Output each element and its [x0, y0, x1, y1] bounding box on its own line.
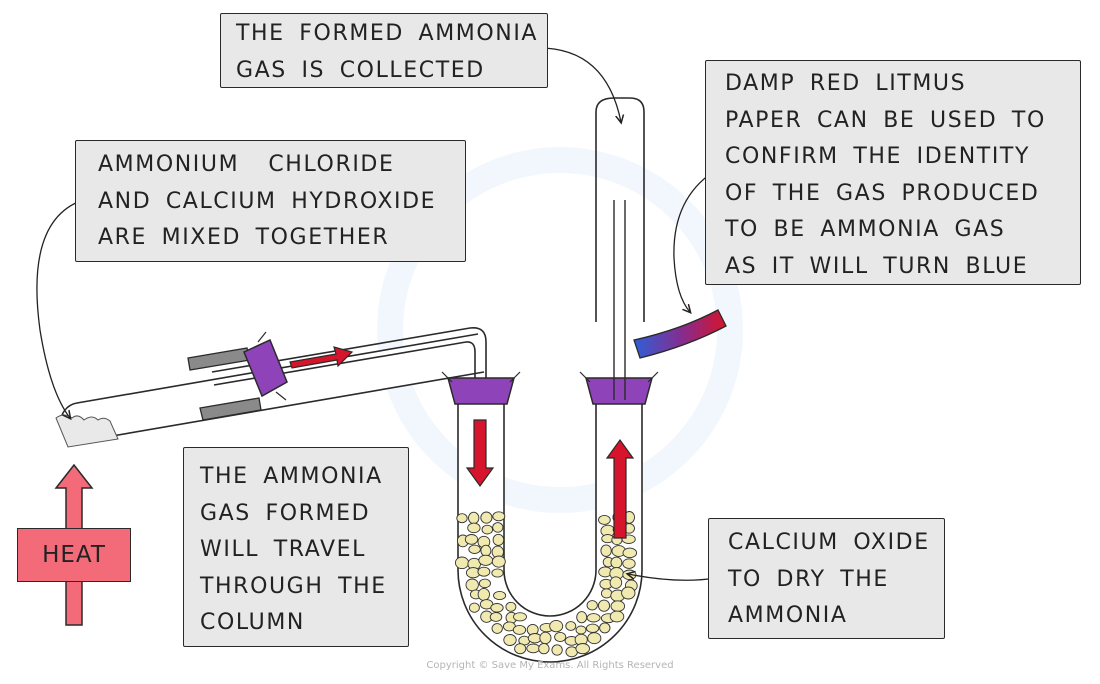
gas-flow-arrow-up	[605, 438, 635, 539]
granule	[456, 513, 468, 524]
granule	[575, 625, 587, 635]
granule	[610, 600, 626, 612]
label-line: THE FORMED AMMONIA	[236, 21, 539, 46]
u-tube-stopper-right	[579, 371, 659, 405]
granule	[554, 631, 567, 643]
gas-flow-arrow-1	[289, 346, 354, 369]
granule	[480, 544, 492, 557]
granule	[621, 586, 636, 600]
label-line: AMMONIA	[728, 603, 848, 628]
pointer-lines	[36, 47, 717, 581]
granule	[610, 556, 623, 569]
label-line: CONFIRM THE IDENTITY	[725, 144, 1031, 169]
label-line: OF THE GAS PRODUCED	[725, 180, 1040, 206]
granule	[586, 600, 598, 611]
u-tube-stopper-left	[441, 371, 521, 405]
granule	[586, 613, 601, 623]
label-line: TO DRY THE	[728, 566, 889, 592]
granule	[503, 634, 517, 646]
granule	[514, 643, 527, 655]
granule	[477, 587, 490, 601]
delivery-tube	[211, 326, 487, 392]
granule	[468, 544, 481, 554]
label-line: THE AMMONIA	[200, 464, 383, 489]
label-line: COLUMN	[200, 610, 305, 635]
granule	[585, 623, 600, 633]
label-gas-collected: THE FORMED AMMONIA GAS IS COLLECTED	[220, 13, 548, 88]
label-line: GAS FORMED	[200, 500, 371, 526]
pointer-mixed	[36, 199, 84, 418]
granule	[600, 544, 612, 557]
granule	[491, 623, 503, 634]
granule	[480, 511, 493, 524]
granule	[598, 514, 611, 525]
granule	[609, 576, 623, 589]
granule	[493, 590, 507, 601]
outlet-tube	[613, 200, 626, 400]
label-litmus-test: DAMP RED LITMUS PAPER CAN BE USED TO CON…	[705, 60, 1081, 285]
granule	[491, 568, 504, 578]
granule	[454, 556, 470, 570]
granule	[492, 533, 505, 546]
granule	[505, 601, 517, 612]
copyright-notice: Copyright © Save My Exams. All Rights Re…	[426, 660, 674, 671]
pointer-collected	[538, 47, 621, 122]
granule	[491, 555, 506, 568]
granule	[468, 602, 480, 613]
granule	[478, 578, 491, 589]
granule	[477, 566, 491, 577]
granule	[513, 612, 527, 622]
label-gas-travel: THE AMMONIA GAS FORMED WILL TRAVEL THROU…	[183, 447, 409, 647]
label-drying-agent: CALCIUM OXIDE TO DRY THE AMMONIA	[708, 518, 945, 639]
granule	[549, 619, 564, 633]
granule	[599, 622, 611, 634]
collection-tube	[595, 97, 645, 322]
heat-label: HEAT	[17, 528, 131, 582]
litmus-paper	[633, 309, 727, 359]
label-line: CALCIUM OXIDE	[728, 530, 930, 555]
label-line: TO BE AMMONIA GAS	[725, 217, 1006, 242]
granule	[464, 534, 479, 545]
label-line: AND CALCIUM HYDROXIDE	[98, 188, 437, 214]
label-line: THROUGH THE	[200, 573, 387, 599]
granule	[622, 547, 638, 559]
gas-flow-arrow-down	[465, 419, 495, 488]
pointer-litmus	[673, 171, 714, 312]
label-line: DAMP RED LITMUS	[725, 71, 967, 96]
granule	[597, 599, 611, 612]
granule	[512, 624, 527, 635]
label-line: AS IT WILL TURN BLUE	[725, 253, 1029, 279]
granule	[575, 643, 590, 655]
granule	[526, 643, 541, 654]
granule	[492, 522, 504, 533]
granule	[609, 610, 625, 623]
granule	[478, 554, 494, 566]
label-line: ARE MIXED TOGETHER	[98, 225, 390, 250]
label-line: WILL TRAVEL	[200, 537, 367, 562]
tube-stopper	[243, 331, 288, 401]
calcium-oxide-granules	[454, 511, 638, 658]
granule	[539, 631, 552, 645]
granule	[465, 578, 479, 592]
granule	[492, 511, 506, 522]
label-line: PAPER CAN BE USED TO	[725, 107, 1046, 133]
clamp-bottom	[199, 397, 262, 421]
granule	[489, 612, 503, 622]
granule	[490, 603, 504, 613]
label-reactants-mixed: AMMONIUM CHLORIDE AND CALCIUM HYDROXIDE …	[75, 140, 466, 262]
granule	[622, 558, 636, 569]
granule	[576, 611, 588, 624]
label-line: GAS IS COLLECTED	[236, 57, 485, 83]
watermark	[377, 147, 743, 513]
granule	[481, 524, 494, 535]
granule	[600, 588, 613, 599]
granule	[587, 632, 602, 645]
granule	[468, 511, 480, 525]
granule	[565, 621, 577, 631]
granule	[551, 644, 563, 656]
granule	[467, 522, 481, 534]
granule	[538, 642, 550, 655]
label-line: AMMONIUM CHLORIDE	[98, 152, 395, 177]
